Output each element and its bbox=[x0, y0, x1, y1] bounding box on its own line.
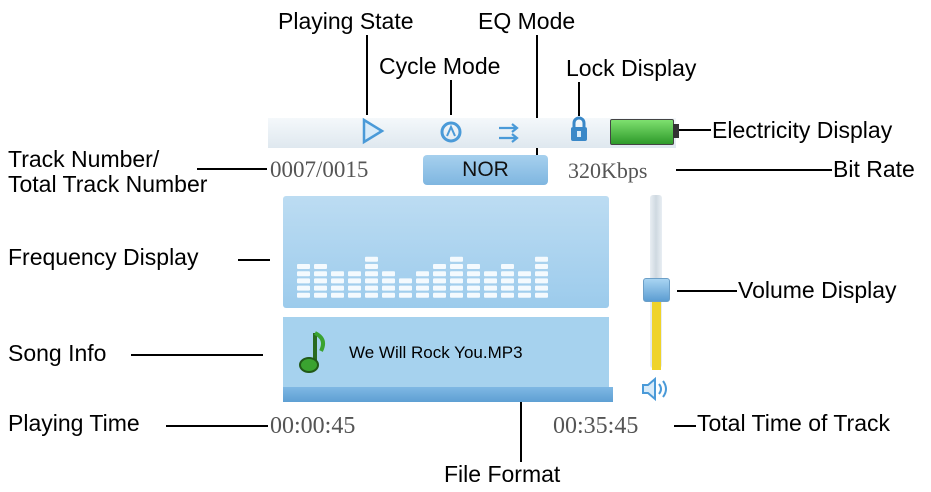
equalizer-bar bbox=[467, 264, 480, 298]
leader-total-time bbox=[674, 425, 696, 427]
eq-mode-value: NOR bbox=[423, 155, 548, 185]
equalizer-bar bbox=[535, 256, 548, 298]
equalizer-bar bbox=[297, 264, 310, 298]
equalizer-bar bbox=[365, 256, 378, 298]
label-bit-rate: Bit Rate bbox=[833, 156, 915, 182]
leader-cycle-mode bbox=[450, 80, 452, 115]
speaker-icon bbox=[642, 376, 667, 402]
status-bar bbox=[268, 118, 676, 148]
equalizer-bar bbox=[382, 271, 395, 298]
label-song-info: Song Info bbox=[8, 340, 107, 366]
leader-eq-mode bbox=[536, 35, 538, 155]
label-playing-state: Playing State bbox=[278, 8, 414, 34]
battery-terminal bbox=[673, 124, 679, 138]
leader-frequency-display bbox=[238, 259, 270, 261]
track-counter: 0007/0015 bbox=[270, 157, 369, 182]
equalizer-bar bbox=[484, 271, 497, 298]
battery-icon bbox=[610, 119, 674, 145]
equalizer-bar bbox=[501, 264, 514, 298]
volume-fill bbox=[652, 300, 661, 370]
leader-playing-state bbox=[366, 35, 368, 115]
label-track-number-line2: Total Track Number bbox=[8, 171, 208, 197]
label-electricity-display: Electricity Display bbox=[712, 117, 893, 143]
lock-icon bbox=[571, 116, 587, 141]
leader-electricity-display bbox=[679, 129, 711, 131]
leader-song-info bbox=[131, 354, 263, 356]
frequency-panel bbox=[283, 196, 609, 308]
leader-volume-display bbox=[677, 290, 737, 292]
label-file-format: File Format bbox=[444, 461, 561, 487]
equalizer-bar bbox=[518, 271, 531, 298]
leader-file-format bbox=[520, 392, 522, 462]
bitrate-value: 320Kbps bbox=[568, 158, 648, 183]
equalizer-bar bbox=[450, 256, 463, 298]
music-note-icon bbox=[299, 331, 325, 373]
total-time: 00:35:45 bbox=[553, 413, 639, 439]
leader-bit-rate bbox=[676, 169, 832, 171]
label-frequency-display: Frequency Display bbox=[8, 244, 199, 270]
label-total-time-of-track: Total Time of Track bbox=[697, 410, 891, 436]
label-cycle-mode: Cycle Mode bbox=[379, 53, 501, 79]
cycle-mode-icon bbox=[440, 121, 462, 143]
label-playing-time: Playing Time bbox=[8, 410, 140, 436]
label-volume-display: Volume Display bbox=[738, 277, 897, 303]
equalizer-bar bbox=[314, 264, 327, 298]
leader-playing-time bbox=[166, 425, 268, 427]
equalizer-bar bbox=[416, 271, 429, 298]
play-icon bbox=[362, 117, 385, 145]
song-info-panel: We Will Rock You.MP3 bbox=[283, 317, 609, 391]
shuffle-icon bbox=[499, 123, 519, 143]
leader-lock-display bbox=[578, 82, 580, 116]
label-track-number-line1: Track Number/ bbox=[8, 146, 160, 172]
leader-track-number bbox=[197, 168, 267, 170]
label-eq-mode: EQ Mode bbox=[478, 8, 576, 34]
elapsed-time: 00:00:45 bbox=[270, 413, 356, 439]
volume-knob bbox=[643, 278, 670, 302]
label-lock-display: Lock Display bbox=[566, 55, 697, 81]
equalizer-bar bbox=[348, 271, 361, 298]
equalizer-bar bbox=[399, 278, 412, 298]
progress-bar bbox=[283, 387, 613, 402]
equalizer-bar bbox=[433, 264, 446, 298]
equalizer-bar bbox=[331, 271, 344, 298]
song-title: We Will Rock You.MP3 bbox=[349, 343, 523, 362]
equalizer-bars bbox=[297, 256, 548, 298]
